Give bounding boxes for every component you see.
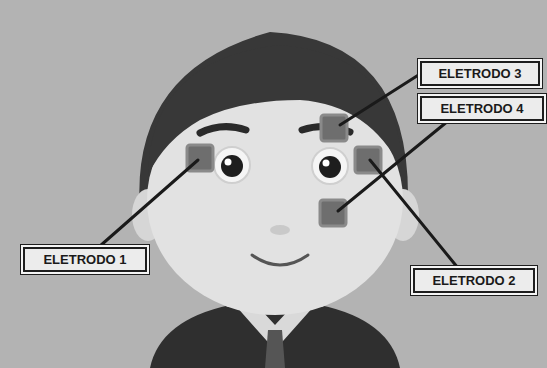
label-text: ELETRODO 1 xyxy=(43,252,126,267)
tie xyxy=(265,330,285,368)
label-box: ELETRODO 2 xyxy=(413,268,535,293)
label-box: ELETRODO 1 xyxy=(23,247,147,272)
label-text: ELETRODO 3 xyxy=(438,66,521,81)
eye xyxy=(312,148,348,184)
leader-line xyxy=(370,160,458,268)
label-text: ELETRODO 2 xyxy=(432,273,515,288)
label-box: ELETRODO 4 xyxy=(420,96,544,121)
pupil xyxy=(221,155,243,177)
electrode-pad xyxy=(321,115,347,141)
electrode-pad xyxy=(320,200,346,226)
mouth xyxy=(252,255,308,265)
eye-highlight xyxy=(323,160,330,167)
leader-line xyxy=(100,160,198,246)
nose xyxy=(270,225,290,235)
leader-line xyxy=(338,121,448,211)
label-text: ELETRODO 4 xyxy=(440,101,523,116)
label-box: ELETRODO 3 xyxy=(420,61,540,86)
eye xyxy=(214,147,250,183)
pupil xyxy=(319,156,341,178)
leader-line xyxy=(340,74,420,125)
eye-highlight xyxy=(225,159,232,166)
eyebrow xyxy=(200,127,246,133)
